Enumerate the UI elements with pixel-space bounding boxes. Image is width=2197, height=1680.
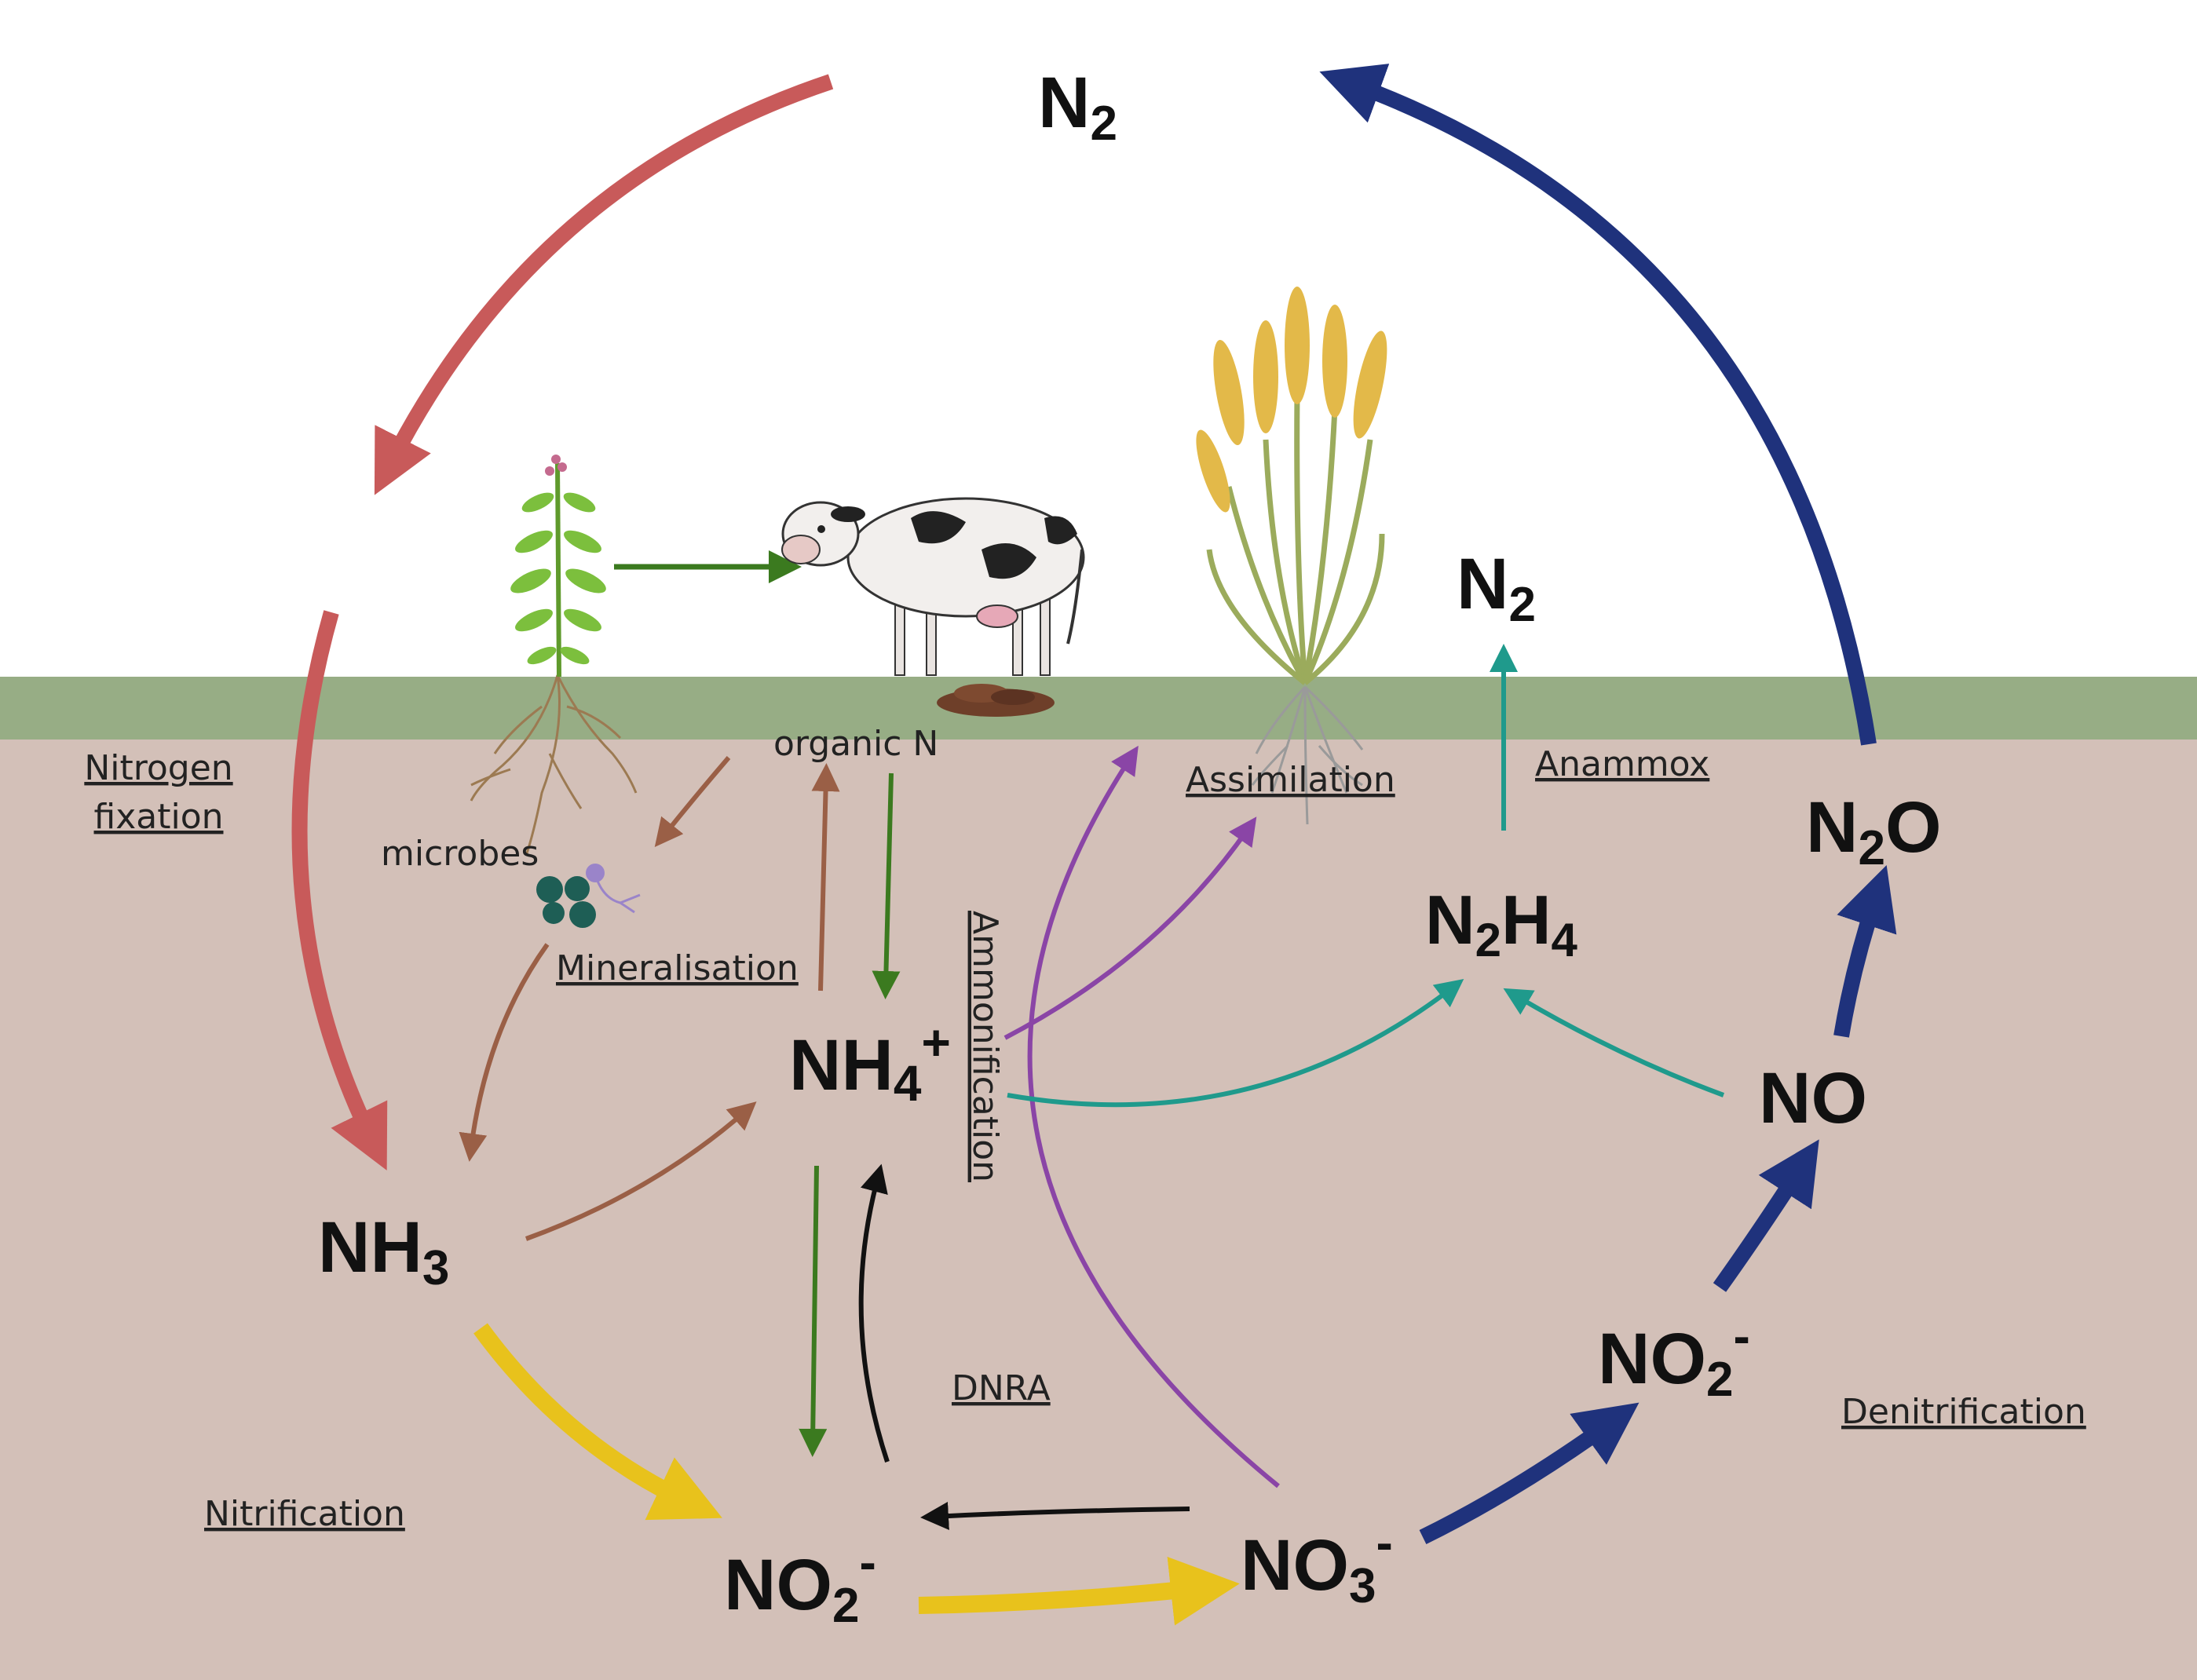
nitrogen-fixation-label-line2: fixation [94, 797, 224, 837]
denitrification-arrow-no3-to-no2 [1419, 1402, 1640, 1544]
ammonification-arrow-organic-n-to-nh4 [872, 772, 901, 999]
no3-label: NO3- [1241, 1514, 1393, 1613]
nh4-label: NH4+ [789, 1014, 951, 1112]
nitrification-label: Nitrification [204, 1494, 405, 1534]
denitrification-label: Denitrification [1841, 1392, 2086, 1432]
mineralisation-arrow-nh3-to-nh4 [525, 1101, 757, 1241]
mineralisation-arrow-microbes-to-nh3 [459, 943, 550, 1162]
ground-surface [0, 677, 2197, 740]
cow-icon [781, 497, 1085, 676]
denitrification-arrow-n2o-to-n2 [1319, 64, 1877, 746]
assimilation-arrow-nh4-to-wheat [1003, 816, 1257, 1040]
nitrification-arrow-nh3-to-no2 [473, 1323, 722, 1521]
n2-top-label: N2 [1038, 63, 1117, 151]
denitrification-arrow-no-to-n2o [1833, 865, 1897, 1038]
n2-anammox-product-label: N2 [1457, 544, 1536, 632]
no2-right-label: NO2- [1598, 1308, 1750, 1407]
microbes-icon [536, 864, 641, 928]
mineralisation-arrow-plant-to-microbes [654, 756, 731, 848]
mineralisation-label: Mineralisation [556, 948, 799, 988]
legume-plant-icon [470, 455, 638, 856]
assimilation-label: Assimilation [1186, 760, 1395, 800]
dnra-label: DNRA [952, 1368, 1051, 1408]
no2-bottom-label: NO2- [724, 1534, 876, 1633]
nitrogen-fixation-label-line1: Nitrogen [84, 748, 232, 788]
n2o-label: N2O [1806, 787, 1942, 875]
denitrification-arrow-no2-to-no [1713, 1139, 1819, 1292]
microbes-label: microbes [381, 834, 539, 874]
anammox-arrow-nh4-to-n2h4 [1007, 979, 1464, 1108]
nitrification-arrow-no2-to-no3 [918, 1556, 1240, 1626]
nh3-label: NH3 [318, 1207, 449, 1295]
wheat-icon [1196, 287, 1387, 825]
fixation-arrow-n2-to-plant [374, 74, 834, 495]
manure-icon [937, 684, 1055, 717]
anammox-arrow-no-to-n2h4 [1503, 988, 1725, 1097]
n2h4-label: N2H4 [1425, 881, 1578, 966]
anammox-label: Anammox [1535, 744, 1709, 784]
mineralisation-arrow-to-organic-n [811, 763, 840, 992]
assimilation-arrow-no3-to-plant [1027, 745, 1280, 1488]
fixation-arrow-to-nh3 [291, 610, 388, 1171]
soil-background [0, 740, 2197, 1680]
green-arrow-nh4-to-no2 [799, 1165, 828, 1457]
organic-n-label: organic N [773, 724, 938, 764]
no-label: NO [1759, 1058, 1867, 1138]
ammonification-label: Ammonification [965, 911, 1005, 1182]
dnra-arrow-no2-to-nh4 [858, 1163, 890, 1463]
dnra-arrow-no3-to-no2 [920, 1502, 1190, 1531]
